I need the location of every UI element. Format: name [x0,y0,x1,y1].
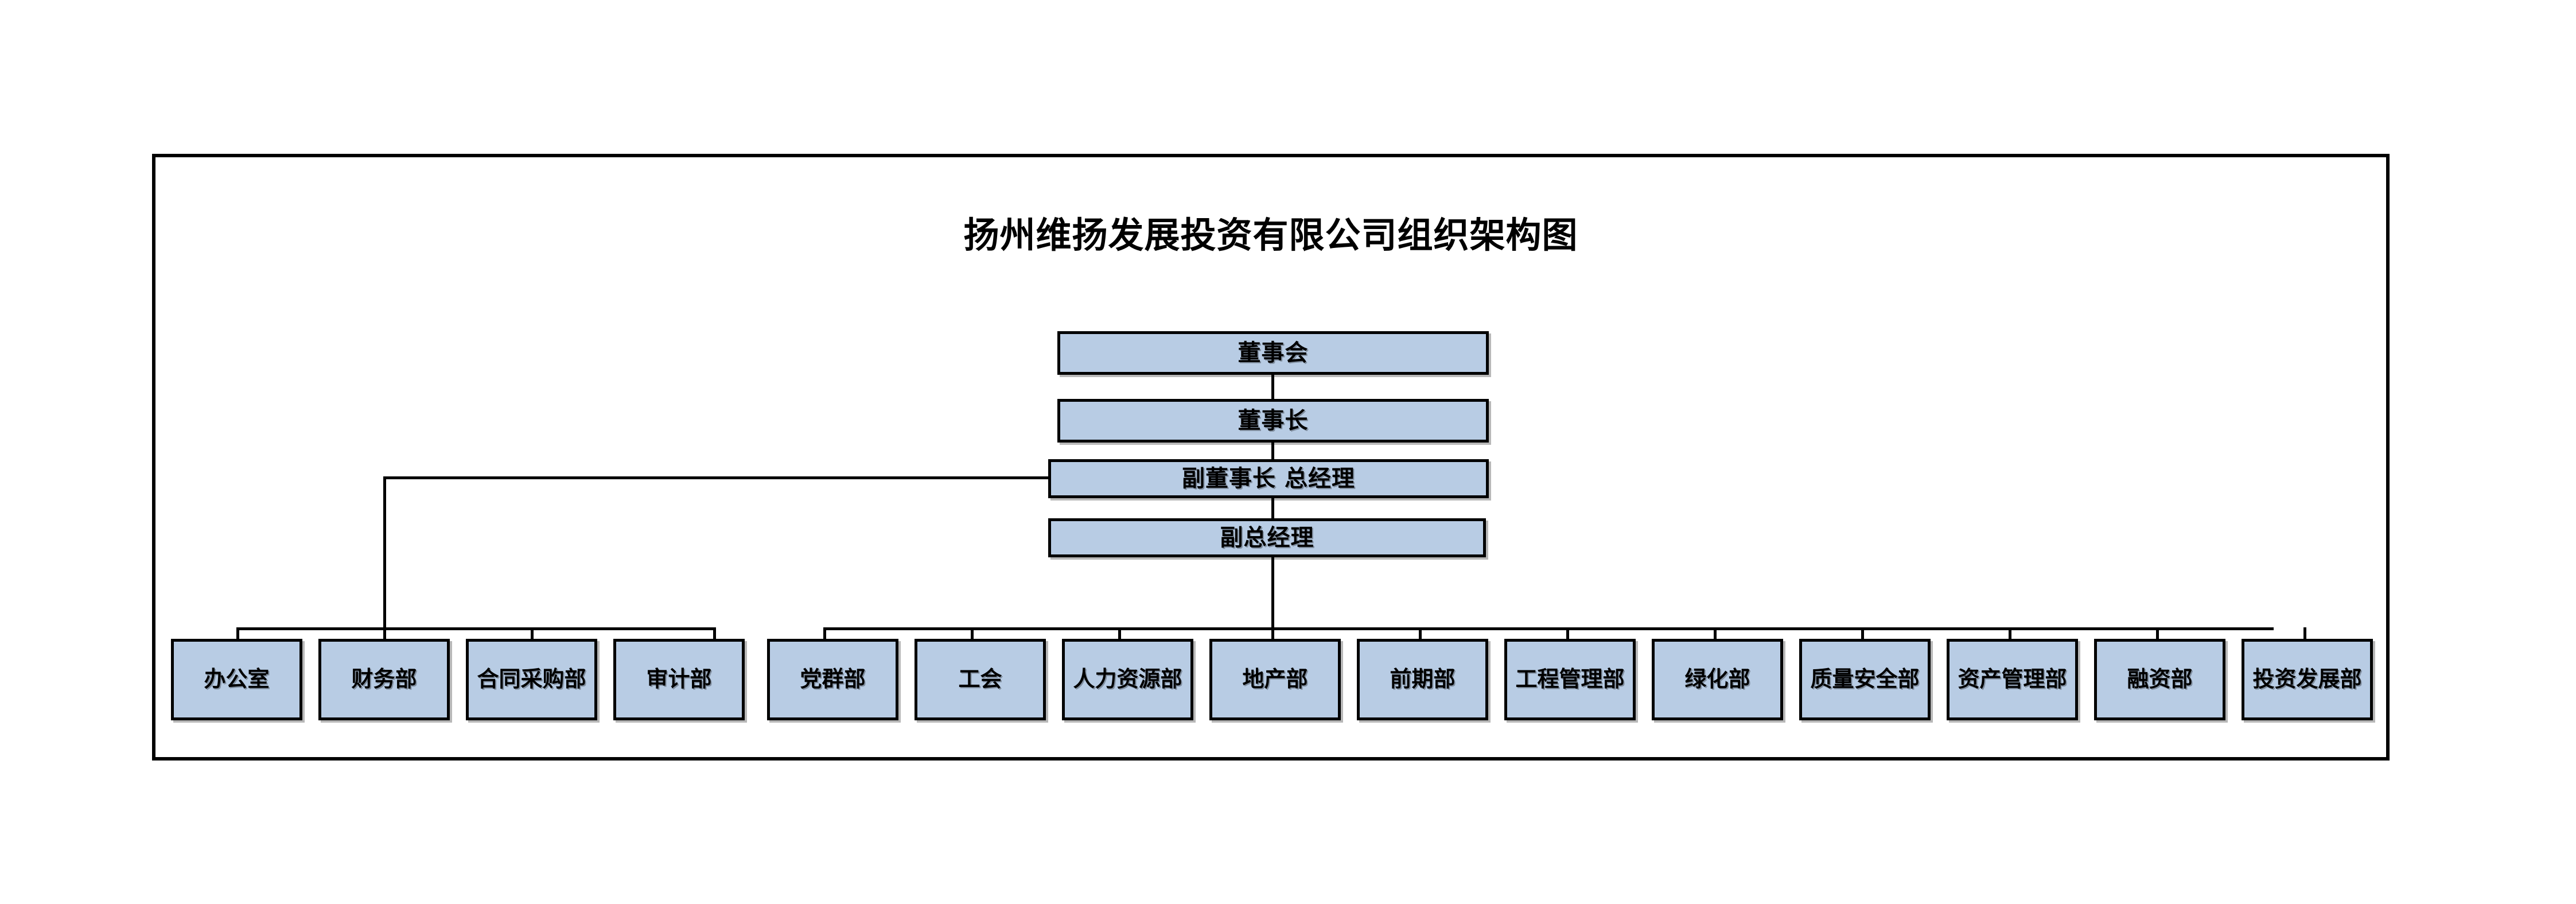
node-label: 融资部 [2127,666,2193,692]
node-greening[interactable]: 绿化部 [1652,639,1783,720]
stub-investment-dev [2303,627,2306,640]
node-label: 董事会 [1238,340,1309,366]
node-label: 前期部 [1390,666,1456,692]
stub-finance [383,627,386,640]
stub-contract-purchase [531,627,534,640]
page-title: 扬州维扬发展投资有限公司组织架构图 [963,214,1578,256]
node-labor-union[interactable]: 工会 [915,639,1046,720]
stub-greening [1714,627,1717,640]
node-preliminary[interactable]: 前期部 [1357,639,1488,720]
node-label: 党群部 [800,666,866,692]
node-party-mass[interactable]: 党群部 [767,639,898,720]
connector-vice-chairman-left-horizontal [383,476,1050,479]
connector-chairman-to-vice-chairman [1271,443,1274,460]
stub-office [236,627,239,640]
node-real-estate[interactable]: 地产部 [1209,639,1341,720]
node-label: 工会 [958,666,1002,692]
node-label: 董事长 [1238,408,1309,434]
node-contract-purchase[interactable]: 合同采购部 [466,639,597,720]
node-label: 审计部 [646,666,712,692]
node-engineering-mgmt[interactable]: 工程管理部 [1504,639,1636,720]
node-audit[interactable]: 审计部 [613,639,745,720]
node-label: 人力资源部 [1073,666,1182,692]
node-label: 投资发展部 [2252,666,2362,692]
stub-audit [713,627,716,640]
node-label: 地产部 [1242,666,1308,692]
connector-vice-chairman-to-deputy-gm [1271,497,1274,519]
stub-preliminary [1419,627,1422,640]
stub-labor-union [971,627,974,640]
connector-board-to-chairman [1271,375,1274,400]
node-human-resources[interactable]: 人力资源部 [1062,639,1193,720]
node-office[interactable]: 办公室 [171,639,302,720]
node-label: 工程管理部 [1515,666,1625,692]
stub-real-estate [1271,627,1274,640]
connector-vice-chairman-left-drop [383,476,386,630]
node-label: 资产管理部 [1958,666,2067,692]
node-label: 合同采购部 [477,666,586,692]
node-deputy-general-manager[interactable]: 副总经理 [1048,518,1486,557]
connector-deputy-gm-drop [1271,556,1274,630]
stub-asset-mgmt [2009,627,2011,640]
node-finance[interactable]: 财务部 [318,639,450,720]
node-label: 绿化部 [1684,666,1750,692]
node-label: 办公室 [204,666,270,692]
node-financing[interactable]: 融资部 [2094,639,2225,720]
node-board-of-directors[interactable]: 董事会 [1057,331,1489,375]
node-asset-mgmt[interactable]: 资产管理部 [1947,639,2078,720]
node-investment-dev[interactable]: 投资发展部 [2242,639,2373,720]
stub-quality-safety [1861,627,1864,640]
stub-financing [2156,627,2159,640]
department-bus-right [823,627,2274,630]
department-bus-left [236,627,715,630]
stub-engineering-mgmt [1566,627,1569,640]
node-chairman[interactable]: 董事长 [1057,399,1489,443]
node-label: 副总经理 [1220,525,1314,551]
stub-human-resources [1118,627,1121,640]
node-vice-chairman-general-manager[interactable]: 副董事长 总经理 [1048,459,1489,498]
stub-party-mass [823,627,826,640]
node-label: 财务部 [351,666,417,692]
node-label: 副董事长 总经理 [1182,465,1355,492]
node-quality-safety[interactable]: 质量安全部 [1799,639,1931,720]
node-label: 质量安全部 [1810,666,1920,692]
